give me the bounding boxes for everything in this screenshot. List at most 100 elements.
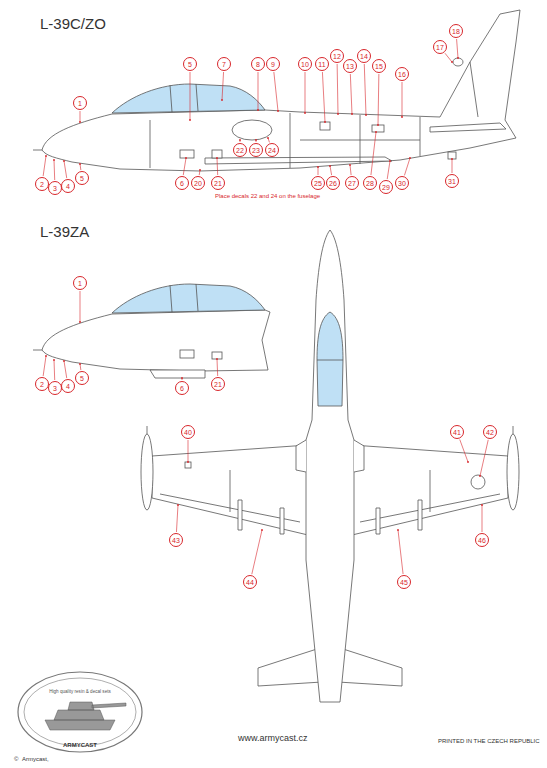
pylon (238, 500, 422, 534)
callout-number: 1 (73, 276, 87, 290)
variant-heading: L-39C/ZO (40, 16, 106, 31)
leader-dot (324, 121, 326, 123)
leader-line (378, 74, 380, 125)
callout-number: 4 (61, 379, 75, 393)
canopy-frame (196, 84, 198, 111)
pitot (147, 426, 148, 434)
side-view-l39c (33, 10, 520, 171)
leader-dot (479, 475, 481, 477)
callout-number: 13 (343, 59, 357, 73)
leader-dot (261, 529, 263, 531)
leader-dot (189, 119, 191, 121)
leader-dot (79, 321, 81, 323)
gun-pod (150, 370, 205, 378)
pitot (33, 350, 42, 351)
leader-line (268, 138, 269, 142)
leader-dot (409, 157, 411, 159)
leader-dot (337, 113, 339, 115)
leader-dot (216, 157, 218, 159)
callout-number: 6 (175, 176, 189, 190)
callout-number: 16 (395, 67, 409, 81)
canopy-frame (196, 284, 198, 311)
callout-number: 6 (175, 381, 189, 395)
leader-line (387, 161, 390, 179)
callout-number: 11 (315, 57, 329, 71)
pitot (513, 426, 514, 434)
callout-number: 42 (483, 425, 497, 439)
leader-dot (216, 358, 218, 360)
leader-dot (349, 164, 351, 166)
leader-dot (53, 159, 55, 161)
callout-number: 29 (379, 180, 393, 194)
leader-dot (79, 163, 81, 165)
leader-dot (267, 137, 269, 139)
leader-line (240, 140, 241, 142)
canopy-frame (317, 360, 343, 361)
callout-number: 15 (372, 59, 386, 73)
callout-number: 9 (266, 57, 280, 71)
callout-number: 2 (35, 377, 49, 391)
leader-line (482, 505, 483, 532)
callout-number: 31 (445, 174, 459, 188)
callout-number: 4 (61, 179, 75, 193)
placement-note: Place decals 22 and 24 on the fuselage (215, 193, 320, 199)
fuselage-outline (42, 10, 520, 171)
leader-line (337, 64, 339, 114)
leader-line (457, 39, 458, 58)
leader-line (322, 72, 325, 122)
callout-number: 8 (251, 57, 265, 71)
leader-dot (53, 359, 55, 361)
logo-text: © (14, 756, 18, 762)
callout-number: 5 (75, 371, 89, 385)
leader-line (182, 378, 183, 380)
leader-line (318, 167, 319, 175)
canopy (112, 284, 265, 313)
leader-line (364, 64, 366, 115)
callout-number: 46 (475, 533, 489, 547)
panel-hatch (448, 152, 456, 159)
tip-tank (141, 434, 153, 510)
callout-number: 40 (181, 425, 195, 439)
leader-dot (351, 113, 353, 115)
tip-tank (507, 434, 519, 510)
leader-dot (304, 112, 306, 114)
callout-number: 30 (395, 176, 409, 190)
leader-line (350, 165, 351, 175)
leader-line (404, 158, 410, 175)
leader-line (460, 440, 468, 462)
leader-dot (221, 99, 223, 101)
leader-dot (45, 355, 47, 357)
panel-hatch (212, 150, 222, 158)
leader-line (350, 74, 352, 114)
callout-number: 3 (48, 381, 62, 395)
leader-line (402, 82, 403, 117)
leader-line (80, 291, 81, 322)
leader-dot (365, 114, 367, 116)
leader-line (371, 132, 376, 175)
leader-line (217, 359, 219, 376)
leader-line (445, 53, 452, 62)
panel-hatch (180, 350, 194, 358)
leader-line (222, 72, 224, 100)
leader-dot (329, 165, 331, 167)
panel-hatch (212, 352, 222, 359)
panel-lines (150, 62, 478, 168)
panel-hatch (180, 150, 194, 158)
leader-dot (377, 124, 379, 126)
callout-number: 1 (73, 96, 87, 110)
leader-dot (79, 121, 81, 123)
callout-number: 25 (311, 176, 325, 190)
wing-roundel (471, 475, 485, 489)
callout-number: 14 (357, 49, 371, 63)
logo-text: PRINTED IN THE CZECH REPUBLIC (438, 738, 540, 744)
canopy-frame (170, 285, 172, 312)
fin-roundel (453, 58, 463, 66)
callout-number: 22 (233, 143, 247, 157)
logo-oval (18, 672, 142, 752)
fuselage-outline (306, 230, 354, 702)
logo-text: ARMYCAST (63, 742, 97, 748)
side-view-l39za (33, 284, 270, 378)
leader-line (305, 72, 306, 113)
callout-number: 45 (397, 575, 411, 589)
leader-line (480, 440, 488, 476)
